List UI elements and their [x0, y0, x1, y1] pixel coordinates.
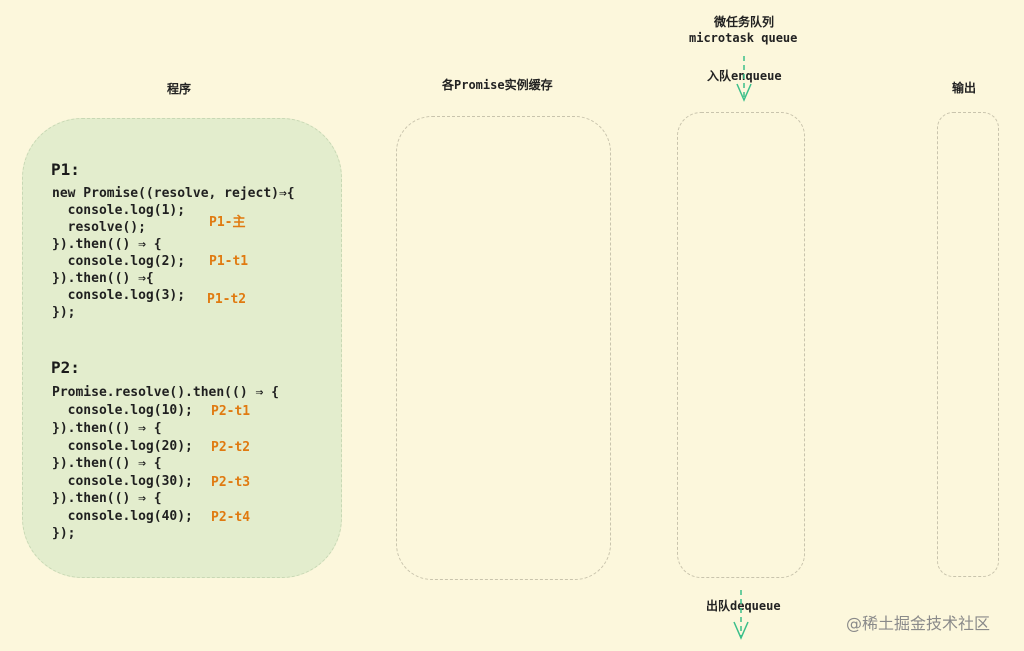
- p1-code-line: }).then(() ⇒{: [52, 271, 154, 286]
- p2-t4-tag: P2-t4: [211, 510, 251, 525]
- p2-title: P2:: [51, 358, 80, 377]
- p1-code-line: resolve();: [52, 220, 146, 235]
- watermark: @稀土掘金技术社区: [846, 614, 991, 633]
- p1-code-line: });: [52, 305, 76, 320]
- p1-code-line: console.log(1);: [52, 203, 186, 218]
- p2-t3-tag: P2-t3: [211, 475, 251, 490]
- p2-code-line: }).then(() ⇒ {: [52, 491, 162, 506]
- dequeue-arrow-icon: [733, 590, 749, 640]
- program-header: 程序: [167, 82, 192, 96]
- p2-code-line: console.log(10);: [52, 403, 193, 418]
- dequeue-label: 出队dequeue: [706, 599, 781, 613]
- p1-title: P1:: [51, 160, 80, 179]
- microtask-queue-header-cn: 微任务队列: [714, 15, 775, 29]
- p1-code-line: new Promise((resolve, reject)⇒{: [52, 186, 295, 201]
- output-header: 输出: [952, 81, 977, 95]
- program-panel: [22, 118, 342, 578]
- microtask-queue-header-en: microtask queue: [689, 31, 798, 45]
- p2-t1-tag: P2-t1: [211, 404, 251, 419]
- p2-code-line: console.log(40);: [52, 509, 193, 524]
- promise-cache-header: 各Promise实例缓存: [442, 78, 553, 92]
- p2-code-line: }).then(() ⇒ {: [52, 456, 162, 471]
- p2-t2-tag: P2-t2: [211, 440, 251, 455]
- promise-cache-panel: [396, 116, 611, 580]
- p1-t2-tag: P1-t2: [207, 292, 247, 307]
- p1-code-line: console.log(2);: [52, 254, 186, 269]
- p1-t1-tag: P1-t1: [209, 254, 249, 269]
- p1-main-tag: P1-主: [209, 215, 246, 230]
- p2-code-line: });: [52, 526, 76, 541]
- p2-code-line: Promise.resolve().then(() ⇒ {: [52, 385, 279, 400]
- p1-code-line: }).then(() ⇒ {: [52, 237, 162, 252]
- microtask-queue-panel: [677, 112, 805, 578]
- p2-code-line: console.log(20);: [52, 439, 193, 454]
- enqueue-arrow-icon: [736, 56, 752, 102]
- output-panel: [937, 112, 999, 577]
- p2-code-line: console.log(30);: [52, 474, 193, 489]
- p2-code-line: }).then(() ⇒ {: [52, 421, 162, 436]
- p1-code-line: console.log(3);: [52, 288, 186, 303]
